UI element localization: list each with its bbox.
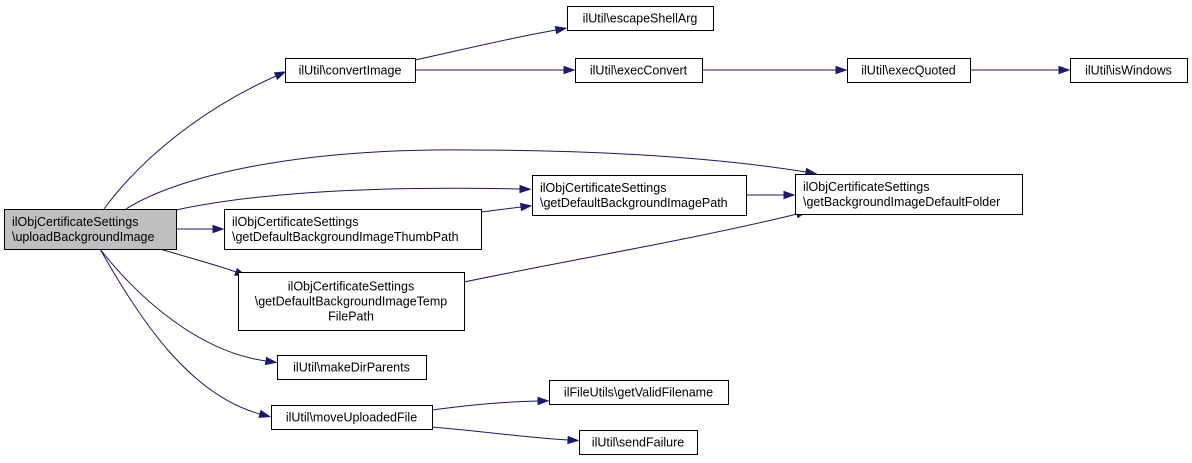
edge-line [99, 248, 261, 415]
edge-arrowhead [519, 184, 532, 194]
node-get-bg-default-folder[interactable]: ilObjCertificateSettings\getBackgroundIm… [795, 174, 1023, 215]
edge-arrowhead [273, 71, 287, 81]
node-box [795, 174, 1023, 215]
edge-upload-bg-to-move-uploaded-file [99, 248, 272, 418]
call-edges [99, 25, 1071, 445]
node-get-default-bg-thumb[interactable]: ilObjCertificateSettings\getDefaultBackg… [224, 209, 482, 250]
node-label-line: ilObjCertificateSettings [288, 280, 414, 294]
node-label-line: \getDefaultBackgroundImageTemp [255, 295, 448, 309]
node-box [271, 405, 433, 430]
node-move-uploaded-file[interactable]: ilUtil\moveUploadedFile [271, 405, 433, 430]
edge-arrowhead [264, 356, 278, 366]
edge-line [463, 213, 798, 283]
edge-arrowhead [563, 65, 576, 75]
edge-convert-image-to-exec-convert [415, 65, 576, 75]
edge-arrowhead [783, 190, 796, 200]
edge-line [480, 206, 522, 213]
edge-get-default-bg-thumb-to-get-default-bg-path [480, 202, 533, 213]
node-label-line: ilUtil\moveUploadedFile [286, 411, 417, 425]
node-label-line: \getBackgroundImageDefaultFolder [803, 195, 1000, 209]
edge-move-uploaded-file-to-send-failure [431, 426, 580, 445]
node-label-line: ilUtil\execQuoted [861, 64, 956, 78]
edge-move-uploaded-file-to-get-valid-filename [431, 396, 550, 411]
edge-upload-bg-to-convert-image [103, 71, 287, 210]
node-label-line: ilUtil\escapeShellArg [583, 12, 698, 26]
node-get-default-bg-path[interactable]: ilObjCertificateSettings\getDefaultBackg… [532, 175, 747, 216]
node-label-line: ilObjCertificateSettings [803, 180, 929, 194]
edge-exec-convert-to-exec-quoted [702, 65, 848, 75]
node-is-windows[interactable]: ilUtil\isWindows [1070, 58, 1188, 83]
node-upload-bg[interactable]: ilObjCertificateSettings\uploadBackgroun… [4, 209, 177, 250]
node-box [277, 355, 427, 380]
node-send-failure[interactable]: ilUtil\sendFailure [579, 430, 698, 455]
node-box [4, 209, 177, 250]
node-label-line: ilUtil\makeDirParents [293, 361, 410, 375]
node-label-line: ilFileUtils\getValidFilename [564, 386, 713, 400]
edge-line [431, 400, 539, 411]
edge-line [431, 426, 569, 441]
node-make-dir-parents[interactable]: ilUtil\makeDirParents [277, 355, 427, 380]
edge-upload-bg-to-get-default-bg-thumb [176, 224, 225, 234]
node-label-line: \getDefaultBackgroundImagePath [540, 196, 728, 210]
node-label-line: ilUtil\isWindows [1085, 64, 1172, 78]
node-escape-shell-arg[interactable]: ilUtil\escapeShellArg [567, 6, 714, 31]
edge-upload-bg-to-make-dir-parents [99, 248, 278, 366]
node-label-line: ilObjCertificateSettings [540, 181, 666, 195]
edge-upload-bg-to-get-default-bg-path [175, 184, 532, 211]
node-label-line: ilUtil\convertImage [299, 64, 402, 78]
edge-arrowhead [519, 202, 533, 212]
node-exec-convert[interactable]: ilUtil\execConvert [575, 58, 703, 83]
node-get-valid-filename[interactable]: ilFileUtils\getValidFilename [549, 380, 729, 405]
node-box [285, 58, 416, 83]
node-box [567, 6, 714, 31]
edge-arrowhead [567, 435, 580, 445]
edge-line [125, 149, 807, 210]
node-exec-quoted[interactable]: ilUtil\execQuoted [847, 58, 971, 83]
edge-arrowhead [835, 65, 848, 75]
edge-get-default-bg-path-to-get-bg-default-folder [746, 190, 796, 200]
node-label-line: FilePath [328, 310, 374, 324]
node-box [549, 380, 729, 405]
edge-arrowhead [212, 224, 225, 234]
node-label-line: ilObjCertificateSettings [12, 215, 138, 229]
edge-line [175, 187, 521, 211]
edge-line [99, 248, 267, 362]
node-box [224, 209, 482, 250]
node-label-line: ilUtil\sendFailure [592, 436, 684, 450]
edge-convert-image-to-escape-shell-arg [414, 25, 568, 61]
node-box [847, 58, 971, 83]
edge-line [103, 75, 277, 210]
node-label-line: ilObjCertificateSettings [232, 215, 358, 229]
edge-get-default-bg-temp-to-get-bg-default-folder [463, 210, 809, 283]
node-label-line: \getDefaultBackgroundImageThumbPath [232, 230, 459, 244]
edge-arrowhead [537, 396, 550, 406]
node-box [238, 272, 465, 331]
edge-arrowhead [258, 409, 272, 418]
edge-arrowhead [1058, 65, 1071, 75]
edge-upload-bg-to-get-default-bg-temp [159, 248, 247, 277]
node-get-default-bg-temp[interactable]: ilObjCertificateSettings\getDefaultBackg… [238, 272, 465, 331]
node-convert-image[interactable]: ilUtil\convertImage [285, 58, 416, 83]
call-nodes: ilObjCertificateSettings\uploadBackgroun… [4, 6, 1188, 455]
node-box [532, 175, 747, 216]
node-label-line: ilUtil\execConvert [590, 64, 688, 78]
edge-arrowhead [554, 25, 568, 35]
node-label-line: \uploadBackgroundImage [12, 230, 155, 244]
node-box [1070, 58, 1188, 83]
edge-line [159, 248, 237, 273]
edge-exec-quoted-to-is-windows [970, 65, 1071, 75]
edge-line [414, 29, 557, 61]
node-box [579, 430, 698, 455]
node-box [575, 58, 703, 83]
